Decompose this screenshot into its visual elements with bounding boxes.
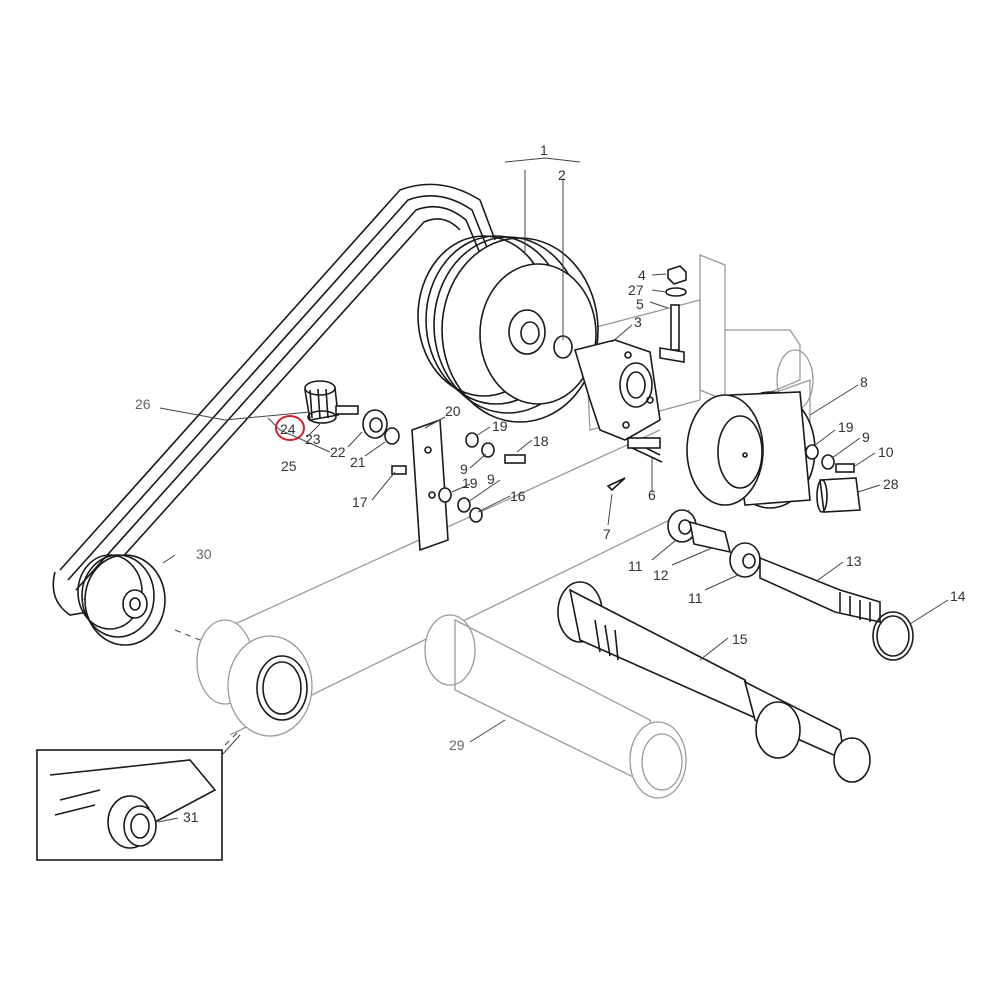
callout-31: 31 <box>183 809 199 825</box>
callout-26: 26 <box>135 396 151 412</box>
callout-14: 14 <box>950 588 966 604</box>
callout-12: 12 <box>653 567 669 583</box>
v-belt <box>52 183 496 616</box>
callout-23: 23 <box>305 431 321 447</box>
right-fasteners <box>805 444 861 513</box>
callout-10: 10 <box>878 444 894 460</box>
highlight-circle <box>275 415 305 441</box>
callout-9b: 9 <box>487 471 495 487</box>
pin-set <box>606 437 661 492</box>
ghost-pto-shaft <box>424 614 687 799</box>
callout-16: 16 <box>510 488 526 504</box>
callout-15: 15 <box>732 631 748 647</box>
callout-11a: 11 <box>628 558 643 574</box>
leader-lines <box>157 157 949 823</box>
small-pulley <box>77 554 166 646</box>
shaft-assembly <box>667 509 881 623</box>
callout-9c: 9 <box>862 429 870 445</box>
callout-labels: 1 2 3 4 27 5 6 7 8 19 9 10 28 11 12 11 1… <box>135 142 966 825</box>
callout-25: 25 <box>281 458 297 474</box>
callout-8: 8 <box>860 374 868 390</box>
arm-assembly <box>174 619 313 746</box>
center-fasteners <box>438 432 526 523</box>
callout-13: 13 <box>846 553 862 569</box>
main-pulley <box>417 235 599 423</box>
callout-20: 20 <box>445 403 461 419</box>
callout-19c: 19 <box>838 419 854 435</box>
drum-housing <box>686 391 816 509</box>
callout-11b: 11 <box>688 590 703 606</box>
pto-shaft <box>557 581 871 783</box>
callout-3: 3 <box>634 314 642 330</box>
callout-28: 28 <box>883 476 899 492</box>
callout-1: 1 <box>540 142 548 158</box>
callout-4: 4 <box>638 267 646 283</box>
callout-6: 6 <box>648 487 656 503</box>
idler-parts <box>304 380 449 552</box>
bearing-bracket <box>573 339 663 463</box>
bolt-stack <box>659 265 687 363</box>
callout-19b: 19 <box>462 475 478 491</box>
callout-22: 22 <box>330 444 346 460</box>
callout-30: 30 <box>196 546 212 562</box>
callout-18: 18 <box>533 433 549 449</box>
callout-24: 24 <box>280 421 296 437</box>
callout-29: 29 <box>449 737 465 753</box>
callout-19a: 19 <box>492 418 508 434</box>
callout-21: 21 <box>350 454 366 470</box>
inset-detail <box>36 734 241 861</box>
callout-5: 5 <box>636 296 644 312</box>
callout-9a: 9 <box>460 461 468 477</box>
callout-2: 2 <box>558 167 566 183</box>
snap-ring <box>872 611 914 661</box>
callout-27: 27 <box>628 282 644 298</box>
callout-17: 17 <box>352 494 368 510</box>
callout-7: 7 <box>603 526 611 542</box>
